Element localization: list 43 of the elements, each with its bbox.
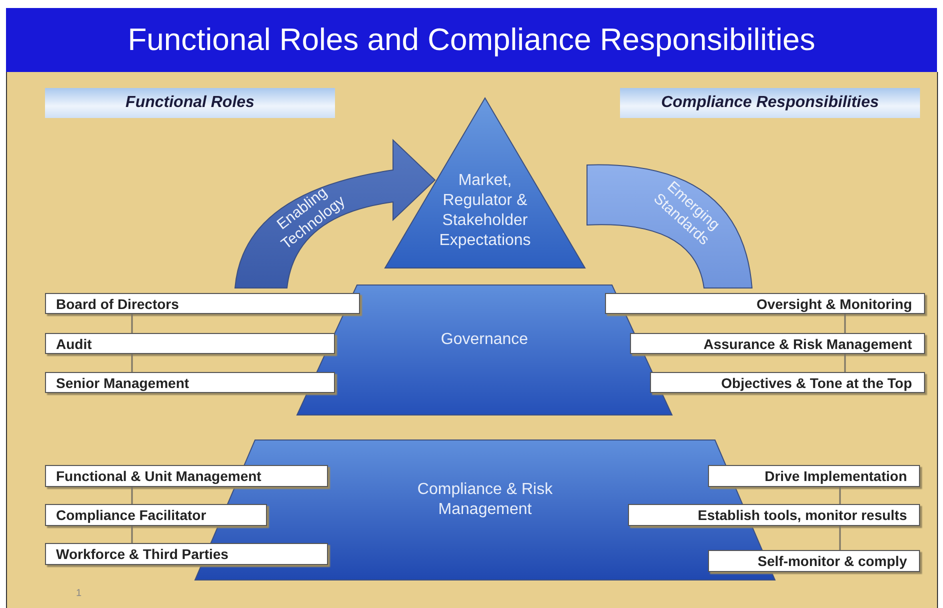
role-box [45,293,360,314]
connector-line [844,314,846,333]
node-text: Board of Directors [56,296,179,312]
role-box [650,372,925,393]
role-box [45,543,328,565]
node-text: Objectives & Tone at the Top [721,374,912,390]
node-text: Compliance & Risk Management [416,480,554,520]
curved-band [235,140,435,288]
connector-line [839,487,841,504]
node-text: Governance [440,330,530,350]
pyramid-apex [385,98,585,268]
connector-line [131,354,133,372]
node-text: Assurance & Risk Management [703,336,912,352]
node-text: Establish tools, monitor results [698,507,907,523]
role-box [708,465,920,487]
role-box [630,333,925,354]
node-text: Functional & Unit Management [56,468,262,484]
node-text: Compliance Responsibilities [661,94,879,112]
node-text: Drive Implementation [764,468,907,484]
connector-line [844,354,846,372]
role-box [45,465,328,487]
role-box [628,504,920,526]
connector-line [839,526,841,550]
node-text: Workforce & Third Parties [56,546,228,562]
section-header [45,88,335,118]
node-text: Senior Management [56,374,190,390]
role-box [45,372,335,393]
role-box [605,293,925,314]
node-text: Oversight & Monitoring [756,296,912,312]
role-box [708,550,920,572]
page-number: 1 [76,588,82,599]
section-header [620,88,920,118]
role-box [45,333,335,354]
node-text: Self-monitor & comply [758,553,907,569]
role-box [45,504,267,526]
node-text: Market, Regulator & Stakeholder Expectations [438,170,532,250]
connector-line [131,487,133,504]
node-text: Audit [56,336,92,352]
node-text: Compliance Facilitator [56,507,206,523]
connector-line [131,314,133,333]
node-text: Functional Roles [126,94,254,112]
title: Functional Roles and Compliance Responsibilities [128,22,816,58]
connector-line [131,526,133,543]
